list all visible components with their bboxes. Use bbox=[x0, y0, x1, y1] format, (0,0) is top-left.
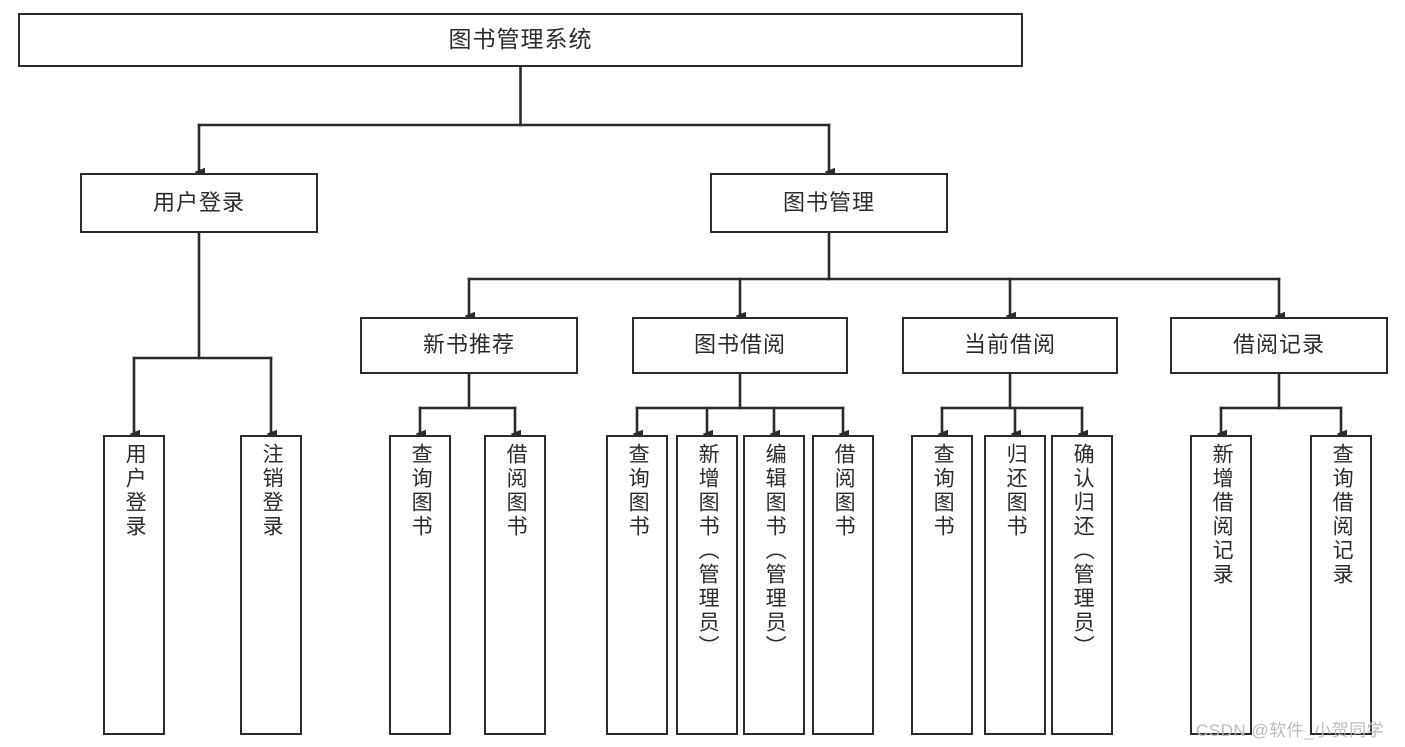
node-user-login-label: 用户登录 bbox=[152, 189, 245, 215]
leaf-query-book-1[interactable]: 查询图书 bbox=[389, 435, 451, 735]
leaf-add-book-label: 新增图书（管理员） bbox=[696, 443, 720, 659]
node-new-book-recommend[interactable]: 新书推荐 bbox=[360, 317, 578, 374]
leaf-query-book-2[interactable]: 查询图书 bbox=[606, 435, 668, 735]
node-current-borrow-label: 当前借阅 bbox=[963, 332, 1056, 358]
node-book-borrow-label: 图书借阅 bbox=[693, 332, 786, 358]
node-current-borrow[interactable]: 当前借阅 bbox=[902, 317, 1118, 374]
leaf-confirm-return-label: 确认归还（管理员） bbox=[1071, 443, 1095, 659]
node-borrow-record[interactable]: 借阅记录 bbox=[1170, 317, 1388, 374]
leaf-borrow-book-1-label: 借阅图书 bbox=[504, 443, 528, 539]
leaf-add-borrow-record-label: 新增借阅记录 bbox=[1210, 443, 1234, 587]
node-root[interactable]: 图书管理系统 bbox=[18, 13, 1023, 67]
leaf-user-logout-label: 注销登录 bbox=[260, 443, 284, 539]
node-book-borrow[interactable]: 图书借阅 bbox=[632, 317, 848, 374]
leaf-borrow-book-2[interactable]: 借阅图书 bbox=[812, 435, 874, 735]
leaf-user-logout[interactable]: 注销登录 bbox=[240, 435, 302, 735]
leaf-borrow-book-1[interactable]: 借阅图书 bbox=[484, 435, 546, 735]
node-new-book-recommend-label: 新书推荐 bbox=[422, 332, 515, 358]
leaf-return-book-label: 归还图书 bbox=[1004, 443, 1028, 539]
node-user-login[interactable]: 用户登录 bbox=[80, 173, 318, 233]
leaf-return-book[interactable]: 归还图书 bbox=[984, 435, 1046, 735]
leaf-edit-book-label: 编辑图书（管理员） bbox=[763, 443, 787, 659]
node-book-manage[interactable]: 图书管理 bbox=[710, 173, 948, 233]
node-root-label: 图书管理系统 bbox=[448, 26, 593, 53]
leaf-add-borrow-record[interactable]: 新增借阅记录 bbox=[1190, 435, 1252, 735]
leaf-edit-book[interactable]: 编辑图书（管理员） bbox=[743, 435, 805, 735]
leaf-add-book[interactable]: 新增图书（管理员） bbox=[676, 435, 738, 735]
csdn-watermark: CSDN @软件_小贺同学 bbox=[1196, 721, 1385, 740]
leaf-borrow-book-2-label: 借阅图书 bbox=[832, 443, 856, 539]
leaf-query-book-3-label: 查询图书 bbox=[931, 443, 955, 539]
node-book-manage-label: 图书管理 bbox=[782, 189, 875, 215]
leaf-confirm-return[interactable]: 确认归还（管理员） bbox=[1051, 435, 1113, 735]
leaf-query-book-2-label: 查询图书 bbox=[626, 443, 650, 539]
leaf-query-borrow-record-label: 查询借阅记录 bbox=[1330, 443, 1354, 587]
leaf-query-borrow-record[interactable]: 查询借阅记录 bbox=[1310, 435, 1372, 735]
node-borrow-record-label: 借阅记录 bbox=[1232, 332, 1325, 358]
leaf-user-login-label: 用户登录 bbox=[123, 443, 147, 539]
leaf-query-book-1-label: 查询图书 bbox=[409, 443, 433, 539]
leaf-query-book-3[interactable]: 查询图书 bbox=[911, 435, 973, 735]
leaf-user-login[interactable]: 用户登录 bbox=[103, 435, 165, 735]
